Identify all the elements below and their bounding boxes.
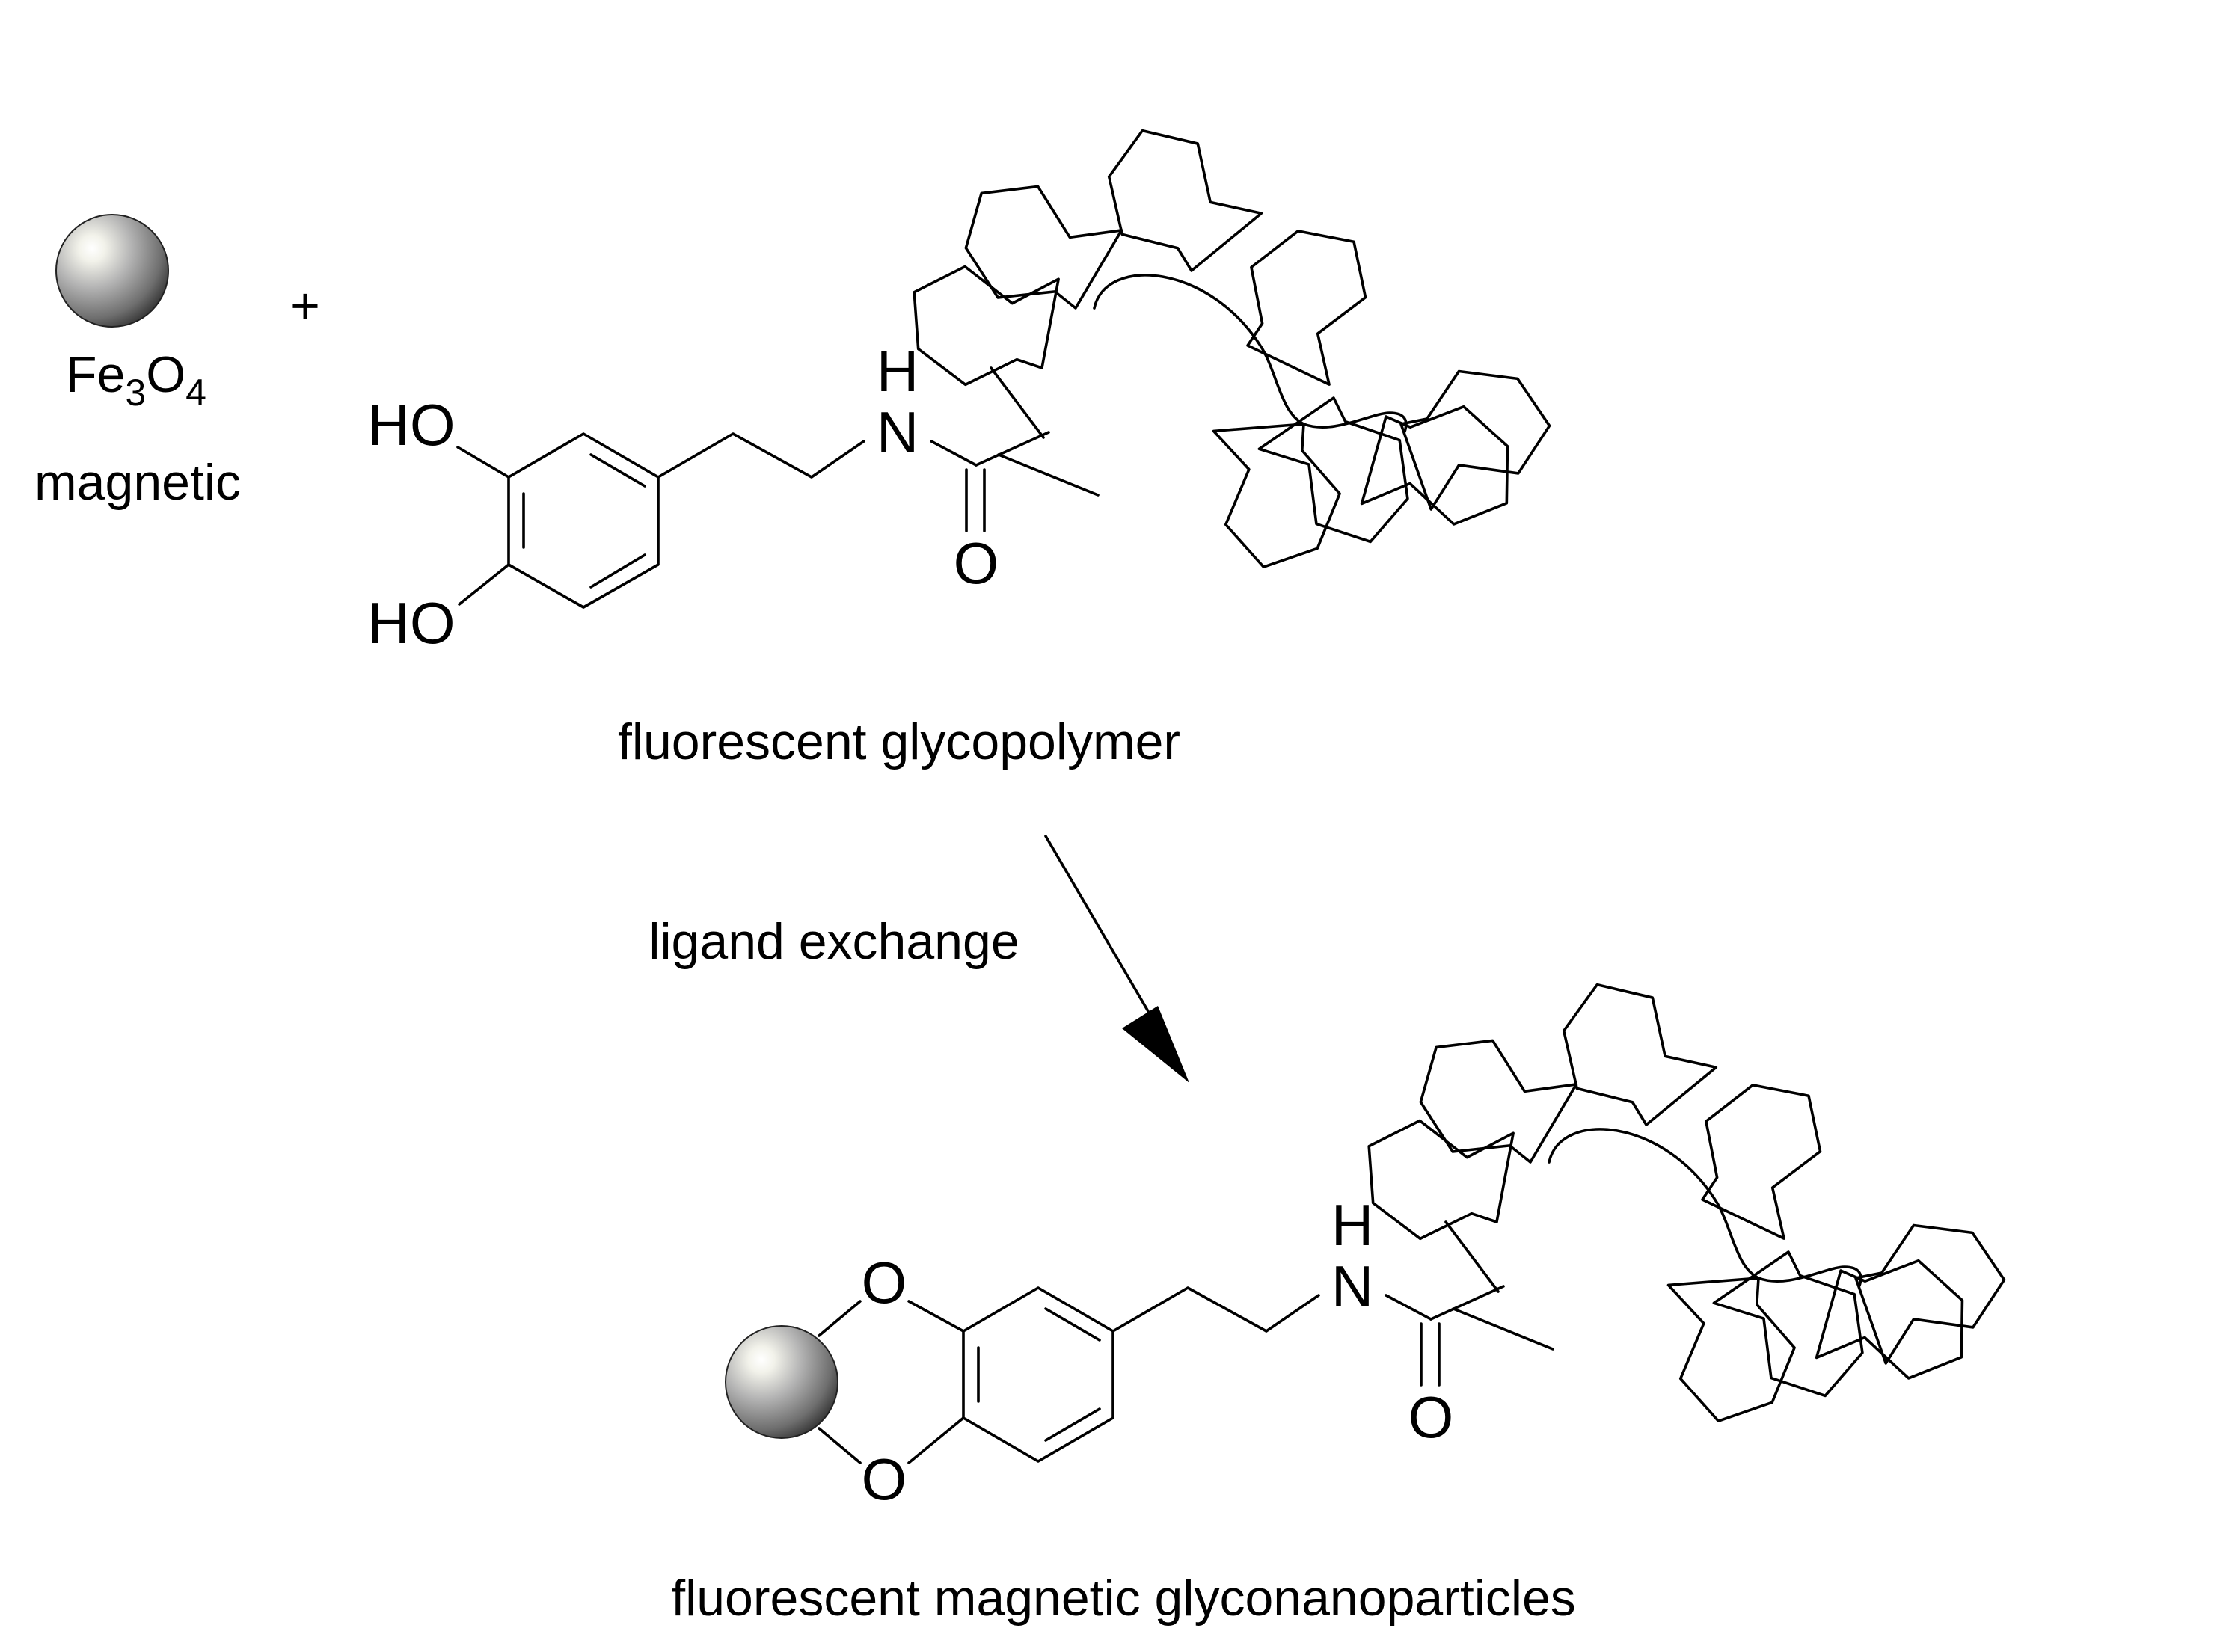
reaction-arrow [1044, 835, 1189, 1083]
nh-hydrogen-label: H [1331, 1192, 1373, 1258]
hydroxyl-bottom-label: HO [368, 590, 456, 656]
glyconanoparticle-structure: O O H N O [725, 960, 2008, 1512]
carbonyl-oxygen-label: O [954, 530, 999, 596]
nanoparticle-sphere-icon [725, 1325, 838, 1439]
amide-nitrogen-label: N [1331, 1253, 1373, 1319]
catechol-ring [962, 1286, 1114, 1463]
glycopolymer-label: fluorescent glycopolymer [618, 713, 1180, 770]
catecholate-oxygen-bottom-label: O [862, 1446, 907, 1512]
carbonyl-oxygen-label: O [1408, 1384, 1454, 1450]
arrowhead-icon [1122, 1006, 1189, 1083]
plus-sign: + [290, 277, 320, 334]
ligand-exchange-label: ligand exchange [648, 913, 1019, 970]
catechol-ring [507, 432, 660, 609]
fe3o4-nanoparticle [55, 214, 169, 328]
nh-hydrogen-label: H [877, 338, 919, 404]
fe3o4-formula: Fe3O4 [66, 346, 206, 414]
magnetic-label: magnetic [34, 454, 241, 511]
hydroxyl-top-label: HO [368, 392, 456, 458]
glyconanoparticles-label: fluorescent magnetic glyconanoparticles [671, 1570, 1576, 1627]
catecholate-oxygen-top-label: O [862, 1250, 907, 1315]
nanoparticle-sphere-icon [55, 214, 169, 328]
glycopolymer-structure: HO HO H N O [368, 106, 1554, 656]
amide-nitrogen-label: N [877, 399, 919, 465]
